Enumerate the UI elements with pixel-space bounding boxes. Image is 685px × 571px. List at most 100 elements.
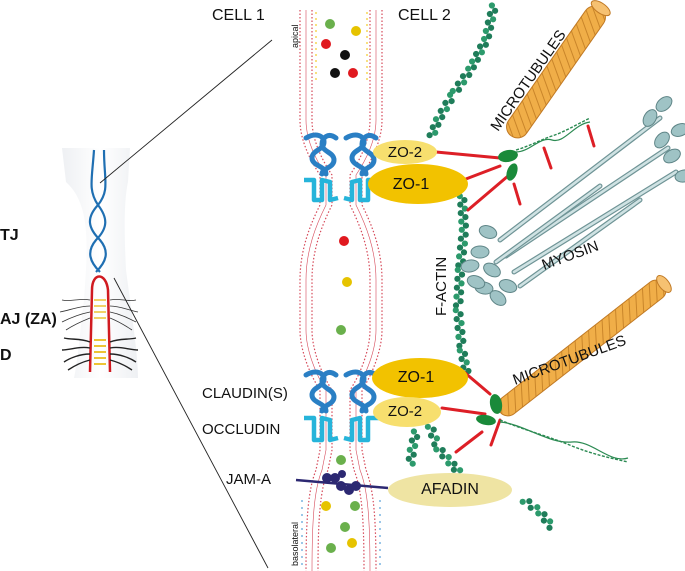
actin-bead: [461, 79, 468, 86]
inset-label-tj: TJ: [0, 227, 19, 244]
actin-bead: [424, 423, 431, 430]
actin-bead: [547, 518, 554, 525]
actin-bead: [405, 455, 412, 462]
actin-bead: [458, 289, 465, 296]
actin-bead: [437, 107, 444, 114]
actin-bead: [409, 460, 416, 467]
jam-a-molecule: [295, 470, 389, 495]
actin-bead: [535, 510, 542, 517]
actin-bead: [490, 16, 497, 23]
inset-aj-filaments: [59, 299, 139, 331]
actin-bead: [456, 244, 464, 251]
actin-bead: [527, 504, 534, 511]
actin-bead: [429, 124, 436, 131]
myosin-rod: [518, 198, 642, 288]
actin-bead: [455, 333, 462, 340]
inset-aj-membrane: [88, 275, 112, 373]
actin-bead: [458, 280, 465, 287]
occludin-label: OCCLUDIN: [202, 421, 280, 438]
solute-green: [326, 543, 336, 553]
cell-1-label: CELL 1: [212, 7, 265, 24]
inset-tj-strand: [88, 149, 107, 273]
actin-bead: [462, 214, 469, 221]
actin-bead: [414, 433, 421, 441]
actin-bead: [457, 235, 464, 242]
claudin-helix: [319, 370, 339, 414]
myosin-head: [654, 131, 670, 149]
basolateral-label: basolateral: [290, 522, 300, 566]
actin-bead: [459, 328, 466, 336]
actin-bead: [462, 222, 469, 229]
actin-bead: [439, 114, 446, 121]
inset-cell-pair: [62, 148, 138, 378]
actin-bead: [448, 98, 455, 105]
occludin-loop: [304, 177, 339, 203]
actin-bead: [492, 7, 499, 14]
actin-bead: [458, 226, 465, 233]
actin-bead: [463, 359, 470, 366]
actin-bead: [486, 10, 493, 18]
actin-bead: [456, 347, 463, 354]
actin-bead: [488, 2, 495, 9]
actin-bead: [461, 197, 468, 204]
actin-bead: [458, 355, 465, 363]
claudin-helix: [303, 132, 329, 177]
actin-bead: [410, 451, 417, 458]
actin-bead: [428, 432, 435, 439]
actin-bead: [458, 218, 465, 225]
solute-black: [340, 50, 350, 60]
f-actin-label: F-ACTIN: [433, 257, 450, 316]
actin-bead: [435, 121, 442, 128]
claudin-helix: [343, 369, 369, 414]
svg-text:ZO-1: ZO-1: [393, 176, 430, 193]
actin-bead: [458, 320, 465, 327]
myosin-head: [460, 259, 480, 273]
actin-bead: [457, 210, 464, 217]
inset-label-aj: AJ (ZA): [0, 311, 57, 328]
actin-bead: [433, 446, 440, 453]
actin-bead: [432, 129, 439, 136]
actin-bead: [454, 80, 461, 87]
myosin-head: [498, 279, 518, 293]
actin-bead: [453, 284, 460, 291]
microtubule-top: [506, 0, 611, 139]
zo-1-bottom: ZO-1: [372, 358, 468, 398]
solute-green: [350, 501, 360, 511]
solute-green: [336, 455, 346, 465]
actin-bead: [466, 71, 473, 79]
actin-bead: [456, 253, 463, 260]
actin-bead: [486, 33, 493, 40]
zoom-guide-top: [99, 39, 273, 184]
actin-bead: [465, 65, 472, 72]
actin-bead: [452, 302, 460, 309]
actin-bead: [410, 428, 417, 435]
actin-bead: [412, 442, 419, 450]
actin-bead: [432, 116, 440, 123]
svg-text:ZO-1: ZO-1: [398, 369, 435, 386]
solute-black: [330, 68, 340, 78]
actin-bead: [459, 73, 467, 80]
jam-a-label: JAM-A: [226, 471, 271, 488]
solute-yellow: [321, 501, 331, 511]
actin-bead: [457, 467, 464, 474]
myosin-rod: [494, 184, 602, 264]
actin-tether-strand: [499, 419, 629, 463]
myosin-head: [470, 245, 490, 259]
junction-overview-inset: TJ AJ (ZA) D: [0, 148, 139, 378]
myosin-rod: [498, 116, 662, 242]
actin-bead: [460, 249, 468, 256]
tj-proteins-bottom: [303, 369, 380, 443]
actin-bead: [482, 27, 489, 35]
actin-binding-proteins: [476, 149, 518, 426]
actin-bead: [443, 106, 450, 113]
actin-bead: [447, 91, 454, 98]
actin-bead: [457, 298, 464, 305]
actin-bead: [534, 504, 541, 511]
actin-bead: [484, 19, 491, 26]
occludin-loop: [343, 177, 380, 203]
solute-yellow: [351, 26, 361, 36]
solute-red: [339, 236, 349, 246]
actin-bead: [445, 460, 452, 467]
actin-bead: [519, 498, 526, 505]
